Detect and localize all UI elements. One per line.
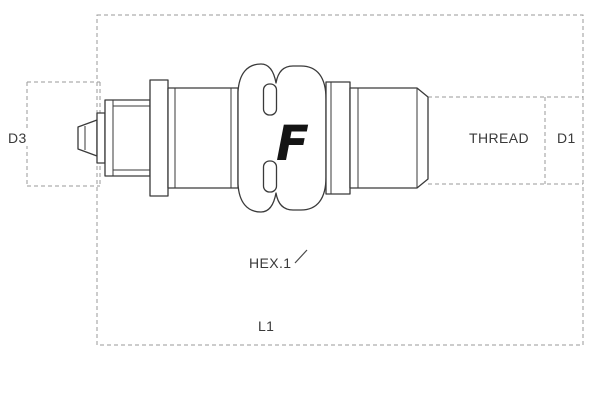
dim-label-l1: L1 bbox=[256, 318, 277, 334]
dim-label-hex1: HEX.1 bbox=[247, 255, 294, 271]
dimension-lines bbox=[26, 14, 584, 346]
sleeve-slot-top bbox=[262, 83, 278, 116]
middle-cylinder bbox=[167, 87, 239, 189]
nipple-tip bbox=[77, 119, 98, 157]
hex1-leader-line bbox=[294, 249, 308, 264]
threaded-end bbox=[349, 87, 429, 189]
l1-dimension-box bbox=[96, 14, 584, 346]
dim-label-d1: D1 bbox=[555, 130, 578, 146]
brand-logo-f: F bbox=[276, 116, 309, 172]
sleeve-slot-bottom bbox=[262, 160, 278, 193]
d3-dimension-box bbox=[26, 81, 101, 187]
front-collar bbox=[149, 79, 169, 197]
hex-collar bbox=[325, 81, 351, 195]
dim-label-thread: THREAD bbox=[467, 130, 531, 146]
tip-step-ring bbox=[96, 112, 106, 164]
coupling-outline: F bbox=[77, 63, 429, 264]
dim-label-d3: D3 bbox=[6, 130, 29, 146]
probe-body bbox=[104, 99, 151, 177]
thread-d1-dimension-lines bbox=[428, 96, 583, 185]
